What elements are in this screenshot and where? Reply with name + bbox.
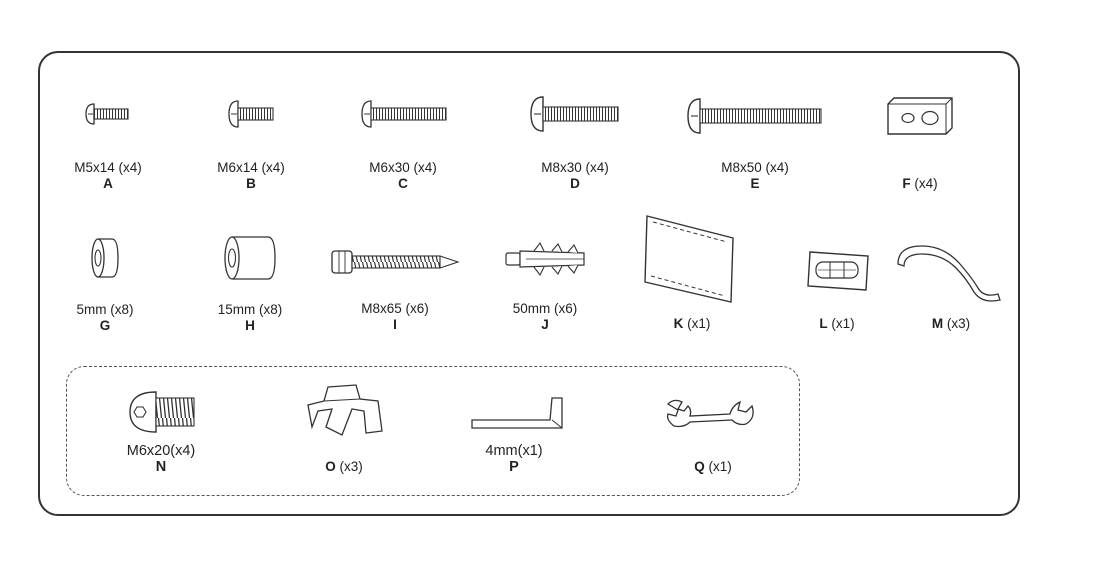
part-n-letter: N: [155, 459, 167, 475]
part-b-letter: B: [246, 176, 256, 191]
part-g-label: 5mm (x8) G: [77, 302, 134, 334]
part-q-spec: (x1): [708, 459, 732, 474]
screw-icon: [228, 100, 274, 128]
part-b-label: M6x14 (x4) B: [217, 160, 285, 192]
part-i-label: M8x65 (x6) I: [361, 301, 429, 333]
part-c-label: M6x30 (x4) C: [369, 160, 437, 192]
lag-bolt-icon: [331, 250, 460, 274]
part-a-letter: A: [103, 176, 113, 191]
wall-anchor-icon: [505, 241, 585, 277]
cable-clip-icon: [897, 245, 1001, 302]
part-j-label: 50mm (x6) J: [513, 301, 578, 333]
part-k-spec: (x1): [687, 316, 711, 331]
part-q-letter: Q: [694, 459, 705, 474]
part-m-letter: M: [931, 316, 944, 331]
screw-icon: [687, 98, 822, 134]
part-a-spec: M5x14 (x4): [74, 160, 142, 175]
part-e-spec: M8x50 (x4): [721, 160, 789, 175]
part-l-label: L (x1): [819, 316, 854, 332]
part-e-letter: E: [750, 176, 760, 191]
part-e-label: M8x50 (x4) E: [721, 160, 789, 192]
part-p-letter: P: [509, 459, 519, 475]
part-h-letter: H: [245, 318, 255, 333]
tools-subgroup-box: [66, 366, 800, 496]
part-i-letter: I: [393, 317, 397, 332]
part-o-spec: (x3): [339, 459, 363, 474]
cable-tie-clip-icon: [307, 384, 383, 436]
part-l-letter: L: [819, 316, 828, 331]
part-g-letter: G: [99, 318, 111, 333]
wrench-icon: [666, 399, 754, 428]
part-l-spec: (x1): [831, 316, 855, 331]
part-n-label: M6x20(x4) N: [127, 443, 196, 475]
part-a-label: M5x14 (x4) A: [74, 160, 142, 192]
part-d-letter: D: [570, 176, 580, 191]
part-f-label: F (x4): [902, 176, 937, 192]
part-c-letter: C: [398, 176, 408, 191]
hex-socket-screw-icon: [129, 391, 195, 433]
part-k-label: K (x1): [674, 316, 711, 332]
screw-icon: [361, 100, 447, 128]
part-g-spec: 5mm (x8): [76, 302, 134, 317]
parts-panel: [38, 51, 1020, 516]
part-o-label: O (x3): [325, 459, 363, 475]
part-q-label: Q (x1): [694, 459, 732, 475]
part-h-spec: 15mm (x8): [217, 302, 283, 317]
spacer-icon: [91, 238, 119, 278]
part-d-spec: M8x30 (x4): [541, 160, 609, 175]
part-m-label: M (x3): [932, 316, 970, 332]
part-b-spec: M6x14 (x4): [217, 160, 285, 175]
part-m-spec: (x3): [946, 316, 971, 331]
part-o-letter: O: [325, 459, 336, 474]
part-f-spec: (x4): [914, 176, 938, 191]
part-k-letter: K: [673, 316, 684, 331]
part-f-letter: F: [902, 176, 911, 191]
screw-icon: [85, 103, 129, 125]
part-j-letter: J: [541, 317, 549, 332]
part-h-label: 15mm (x8) H: [218, 302, 283, 334]
allen-key-icon: [471, 397, 563, 429]
screw-icon: [530, 96, 619, 132]
part-d-label: M8x30 (x4) D: [541, 160, 609, 192]
part-p-spec: 4mm(x1): [485, 443, 543, 459]
part-j-spec: 50mm (x6): [512, 301, 578, 316]
bubble-level-icon: [807, 251, 869, 291]
part-n-spec: M6x20(x4): [126, 443, 196, 459]
plate-washer-icon: [887, 97, 953, 135]
template-sheet-icon: [644, 215, 734, 303]
part-c-spec: M6x30 (x4): [369, 160, 437, 175]
part-p-label: 4mm(x1) P: [485, 443, 542, 475]
part-i-spec: M8x65 (x6): [361, 301, 429, 316]
spacer-icon: [224, 236, 276, 280]
